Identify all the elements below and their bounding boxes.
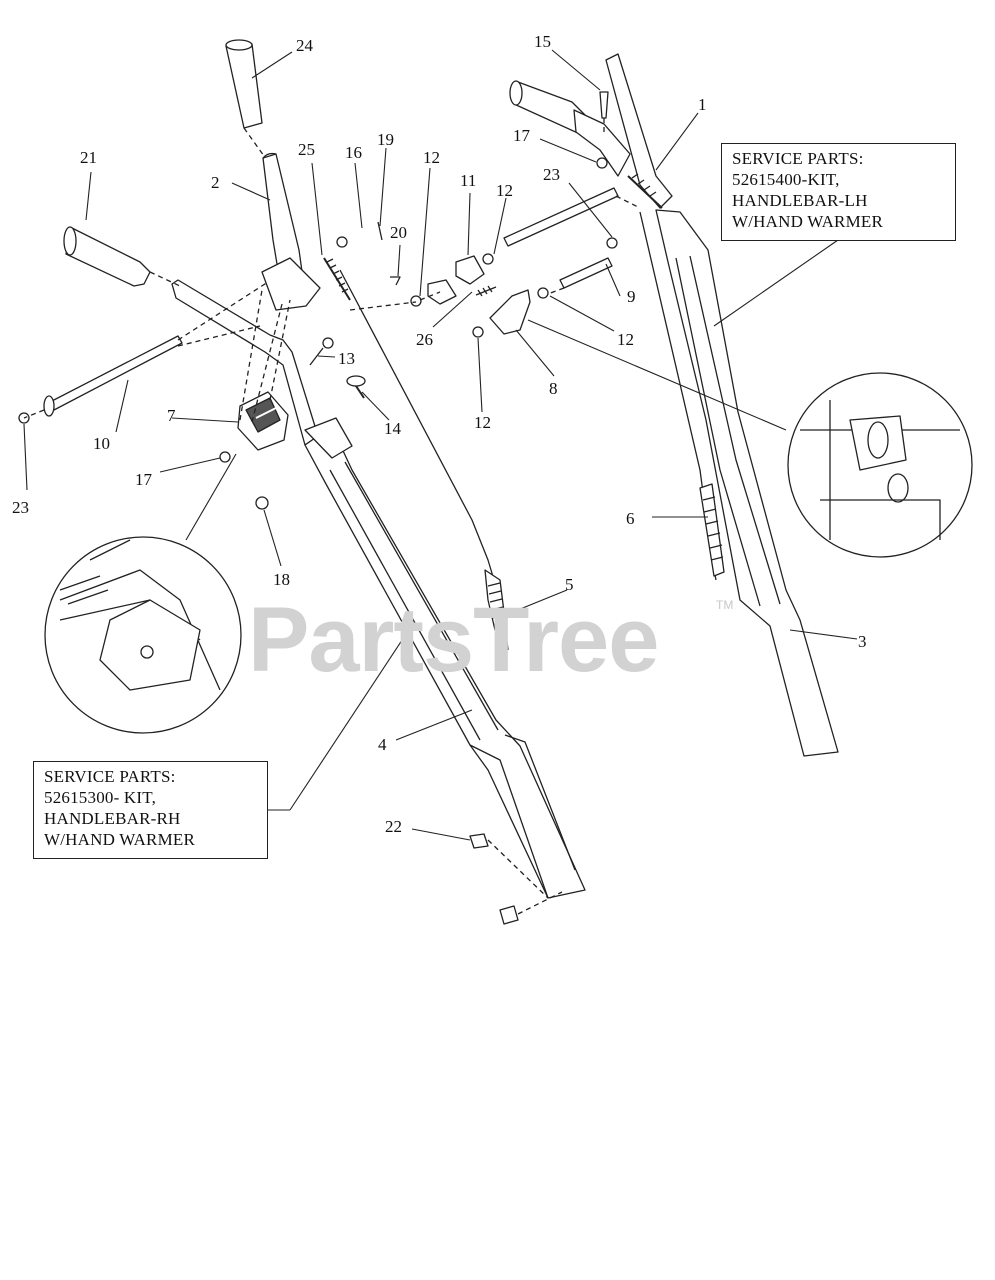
handlebar-lh-tube bbox=[573, 109, 631, 177]
nut-12-d bbox=[472, 326, 484, 338]
callout-5: 5 bbox=[565, 575, 574, 594]
bolt-22-lower bbox=[499, 905, 519, 925]
callout-10: 10 bbox=[93, 434, 110, 453]
spring-1 bbox=[627, 173, 663, 209]
hand-grip-21 bbox=[63, 226, 151, 287]
callout-24: 24 bbox=[296, 36, 314, 55]
callout-2: 2 bbox=[211, 173, 220, 192]
service-parts-rh-line-2: 52615300- KIT, bbox=[44, 788, 157, 807]
spring-25 bbox=[323, 257, 351, 301]
callout-3: 3 bbox=[858, 632, 867, 651]
trademark-mark: TM bbox=[716, 598, 734, 612]
callout-17-rh: 17 bbox=[135, 470, 153, 489]
callout-4: 4 bbox=[378, 735, 387, 754]
detail-circle-rh bbox=[44, 536, 242, 734]
callout-12-top: 12 bbox=[423, 148, 440, 167]
bolt-14 bbox=[346, 375, 366, 399]
bracket-8 bbox=[489, 289, 531, 335]
service-parts-lh-line-3: HANDLEBAR-LH bbox=[732, 191, 868, 210]
callout-13: 13 bbox=[338, 349, 355, 368]
callout-21: 21 bbox=[80, 148, 97, 167]
handlebar-lh-upper bbox=[605, 53, 673, 209]
callout-7: 7 bbox=[167, 406, 176, 425]
bracket-rh-upper bbox=[261, 257, 321, 311]
assembly-lines bbox=[23, 118, 641, 915]
clip-20 bbox=[390, 276, 401, 286]
service-parts-lh-line-4: W/HAND WARMER bbox=[732, 212, 884, 231]
callout-6: 6 bbox=[626, 509, 635, 528]
callout-25: 25 bbox=[298, 140, 315, 159]
leader-lines bbox=[23, 49, 858, 841]
washer-16 bbox=[336, 236, 348, 248]
washer-17-rh bbox=[219, 451, 231, 463]
callout-17-lh: 17 bbox=[513, 126, 531, 145]
bracket-7 bbox=[237, 391, 289, 451]
clip-19 bbox=[377, 221, 383, 241]
callout-1: 1 bbox=[698, 95, 707, 114]
service-parts-rh-line-1: SERVICE PARTS: bbox=[44, 767, 176, 786]
nut-12-b bbox=[482, 253, 494, 265]
cable-rh bbox=[339, 269, 509, 651]
pin-9 bbox=[559, 257, 613, 289]
callout-23-left: 23 bbox=[12, 498, 29, 517]
pin-13 bbox=[309, 337, 334, 366]
callout-19: 19 bbox=[377, 130, 394, 149]
knob-center bbox=[427, 279, 457, 305]
callout-18: 18 bbox=[273, 570, 290, 589]
nut-18 bbox=[255, 496, 269, 510]
nut-12-a bbox=[410, 295, 422, 307]
pin-15 bbox=[599, 91, 609, 119]
callout-9: 9 bbox=[627, 287, 636, 306]
callout-20: 20 bbox=[390, 223, 407, 242]
handlebar-lh-lower bbox=[655, 209, 839, 757]
service-parts-rh-line-4: W/HAND WARMER bbox=[44, 830, 196, 849]
service-parts-lh-line-1: SERVICE PARTS: bbox=[732, 149, 864, 168]
callout-8: 8 bbox=[549, 379, 558, 398]
callout-12-bottom: 12 bbox=[474, 413, 491, 432]
rod-10 bbox=[43, 335, 183, 417]
callout-23-center: 23 bbox=[543, 165, 560, 184]
detail-circle-lh bbox=[787, 372, 973, 558]
rod-23 bbox=[503, 187, 619, 249]
hand-grip-24 bbox=[225, 39, 263, 129]
callout-22: 22 bbox=[385, 817, 402, 836]
service-parts-rh-line-3: HANDLEBAR-RH bbox=[44, 809, 181, 828]
washer-17-lh bbox=[596, 157, 608, 169]
spring-26 bbox=[475, 285, 497, 297]
callout-16: 16 bbox=[345, 143, 362, 162]
cable-lh-6 bbox=[639, 211, 725, 581]
callout-14: 14 bbox=[384, 419, 402, 438]
rh-lower-bracket bbox=[304, 417, 353, 459]
callout-12-right: 12 bbox=[496, 181, 513, 200]
service-parts-rh-box: SERVICE PARTS: 52615300- KIT, HANDLEBAR-… bbox=[33, 761, 268, 859]
callout-26: 26 bbox=[416, 330, 433, 349]
callout-12-lower-right: 12 bbox=[617, 330, 634, 349]
service-parts-lh-box: SERVICE PARTS: 52615400-KIT, HANDLEBAR-L… bbox=[721, 143, 956, 241]
bolt-22 bbox=[469, 833, 489, 849]
callout-15: 15 bbox=[534, 32, 551, 51]
callout-11: 11 bbox=[460, 171, 476, 190]
knob-11 bbox=[455, 255, 485, 285]
nut-12-c bbox=[537, 287, 549, 299]
service-parts-lh-line-2: 52615400-KIT, bbox=[732, 170, 840, 189]
partstree-watermark: PartsTree bbox=[248, 589, 659, 691]
